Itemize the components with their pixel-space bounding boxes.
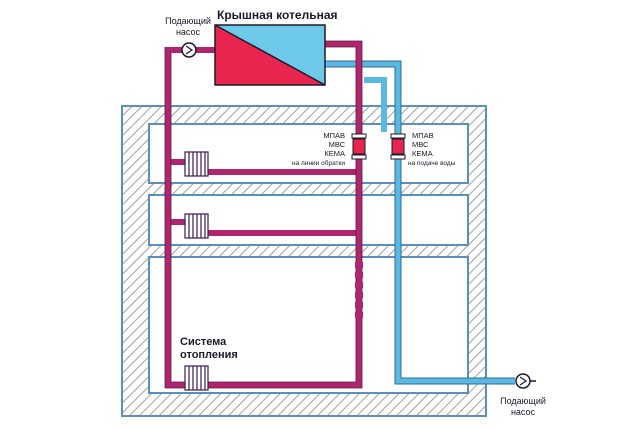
svg-text:Система: Система (180, 336, 227, 348)
radiator-icon (184, 213, 209, 239)
riser-break (355, 262, 363, 318)
svg-text:Подающий: Подающий (500, 396, 546, 406)
svg-text:на подачe воды: на подачe воды (408, 160, 456, 167)
svg-text:МПАВ: МПАВ (412, 131, 434, 140)
svg-text:на линии обратки: на линии обратки (292, 159, 345, 167)
rooftop-boiler (214, 24, 326, 86)
svg-text:КЕМА: КЕМА (412, 149, 433, 158)
svg-text:МПАВ: МПАВ (323, 131, 345, 140)
svg-text:КЕМА: КЕМА (324, 149, 345, 158)
pump-top-label: Подающий насос (165, 16, 211, 37)
boiler-title: Крышная котельная (217, 8, 338, 22)
pump-icon (515, 373, 536, 389)
pump-bottom-label: Подающий насос (500, 396, 546, 417)
svg-text:МВС: МВС (412, 140, 429, 149)
svg-text:насос: насос (511, 407, 536, 417)
pump-icon (181, 42, 197, 58)
radiator-icon (184, 365, 209, 391)
system-label: Система отопления (180, 336, 238, 361)
svg-text:Подающий: Подающий (165, 16, 211, 26)
return-pipe (165, 41, 362, 388)
svg-text:отопления: отопления (180, 349, 238, 361)
supply-pipe (310, 61, 515, 384)
valve-icon (390, 133, 406, 160)
valve-right-label: МПАВ МВС КЕМА на подачe воды (408, 131, 456, 167)
svg-text:МВС: МВС (329, 140, 346, 149)
radiator-icon (184, 151, 209, 177)
valve-left-label: МПАВ МВС КЕМА на линии обратки (292, 131, 346, 167)
valve-icon (351, 133, 367, 160)
svg-text:насос: насос (176, 27, 201, 37)
